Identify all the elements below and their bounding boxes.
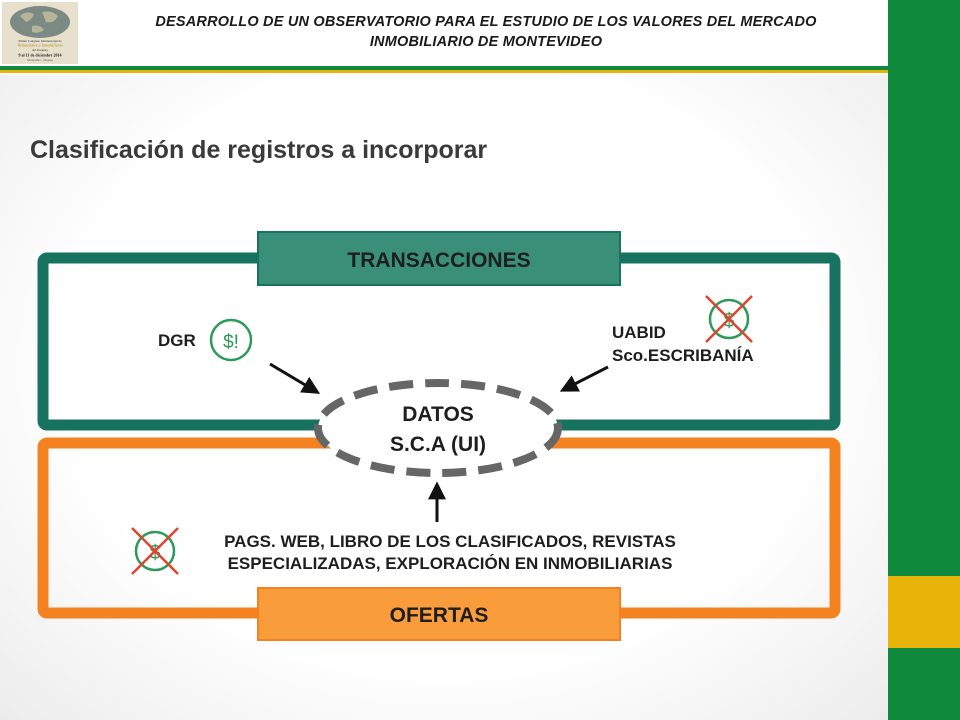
uabid-crossed-money-glyph: $ bbox=[723, 310, 734, 332]
transacciones-label: TRANSACCIONES bbox=[347, 249, 530, 272]
side-yellow-block bbox=[888, 576, 960, 648]
dgr-money-alert-icon bbox=[209, 318, 253, 362]
logo-line3: del Uruguay bbox=[32, 48, 48, 52]
logo-line2: Valuaciones e Inmobiliaria bbox=[17, 43, 62, 48]
ofertas-cross-line-b bbox=[131, 527, 179, 575]
header-title-line2: INMOBILIARIO DE MONTEVIDEO bbox=[369, 34, 603, 50]
ofertas-label: OFERTAS bbox=[390, 604, 489, 627]
header-title: DESARROLLO DE UN OBSERVATORIO PARA EL ES… bbox=[96, 12, 876, 52]
uabid-label-line2: Sco.ESCRIBANÍA bbox=[612, 346, 754, 365]
congress-logo: Primer Congreso Internacional de Valuaci… bbox=[2, 2, 78, 64]
datos-label-line1: DATOS bbox=[402, 403, 474, 426]
header-divider-yellow bbox=[0, 70, 888, 73]
side-green-block-bottom bbox=[888, 648, 960, 720]
classification-diagram: TRANSACCIONES OFERTAS DATOS S.C.A (UI) D… bbox=[37, 231, 841, 641]
datos-ellipse bbox=[314, 379, 562, 477]
header bbox=[0, 0, 888, 68]
logo-line1: Primer Congreso Internacional de bbox=[18, 39, 62, 43]
ofertas-crossed-money-glyph: $ bbox=[149, 542, 160, 564]
dgr-label: DGR bbox=[158, 331, 196, 350]
page-title: Clasificación de registros a incorporar bbox=[30, 136, 488, 164]
decorative-side-bar bbox=[888, 0, 960, 720]
dgr-arrow bbox=[269, 362, 321, 394]
logo-footer: Montevideo - Uruguay bbox=[27, 58, 53, 62]
ofertas-sources-line1: PAGS. WEB, LIBRO DE LOS CLASIFICADOS, RE… bbox=[224, 532, 676, 551]
ofertas-sources-line2: ESPECIALIZADAS, EXPLORACIÓN EN INMOBILIA… bbox=[228, 554, 673, 573]
uabid-label-line1: UABID bbox=[612, 323, 666, 342]
transacciones-label-box bbox=[257, 231, 621, 286]
ofertas-label-box bbox=[257, 587, 621, 641]
header-title-line1: DESARROLLO DE UN OBSERVATORIO PARA EL ES… bbox=[155, 14, 817, 30]
logo-date: 9 al 11 de diciembre 2014 bbox=[19, 53, 62, 58]
side-green-block bbox=[888, 0, 960, 576]
uabid-arrow bbox=[559, 365, 609, 392]
dgr-money-alert-glyph: $! bbox=[223, 332, 239, 353]
uabid-cross-line-b bbox=[705, 295, 753, 343]
header-divider-green bbox=[0, 66, 888, 70]
datos-label-line2: S.C.A (UI) bbox=[390, 433, 486, 456]
